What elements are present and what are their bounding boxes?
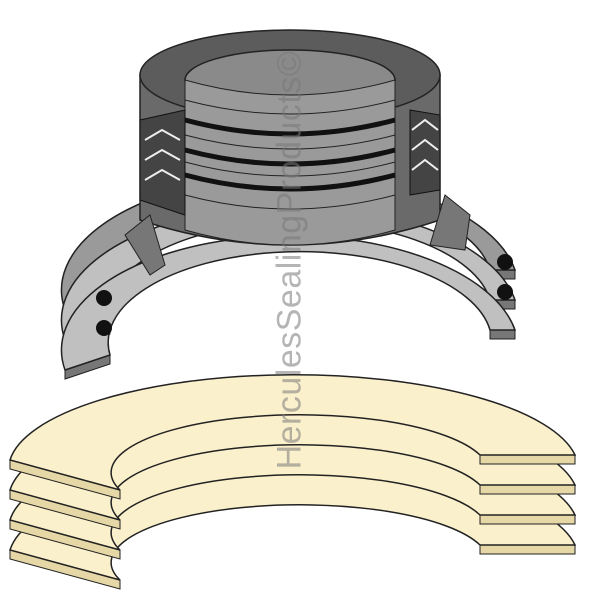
packing-stack-body bbox=[96, 29, 513, 336]
cream-adapter-rings bbox=[9, 374, 577, 590]
cream-ring bbox=[9, 374, 577, 491]
grey-ring bbox=[60, 235, 517, 371]
watermark-text: HerculesSealingProducts© bbox=[270, 50, 309, 470]
